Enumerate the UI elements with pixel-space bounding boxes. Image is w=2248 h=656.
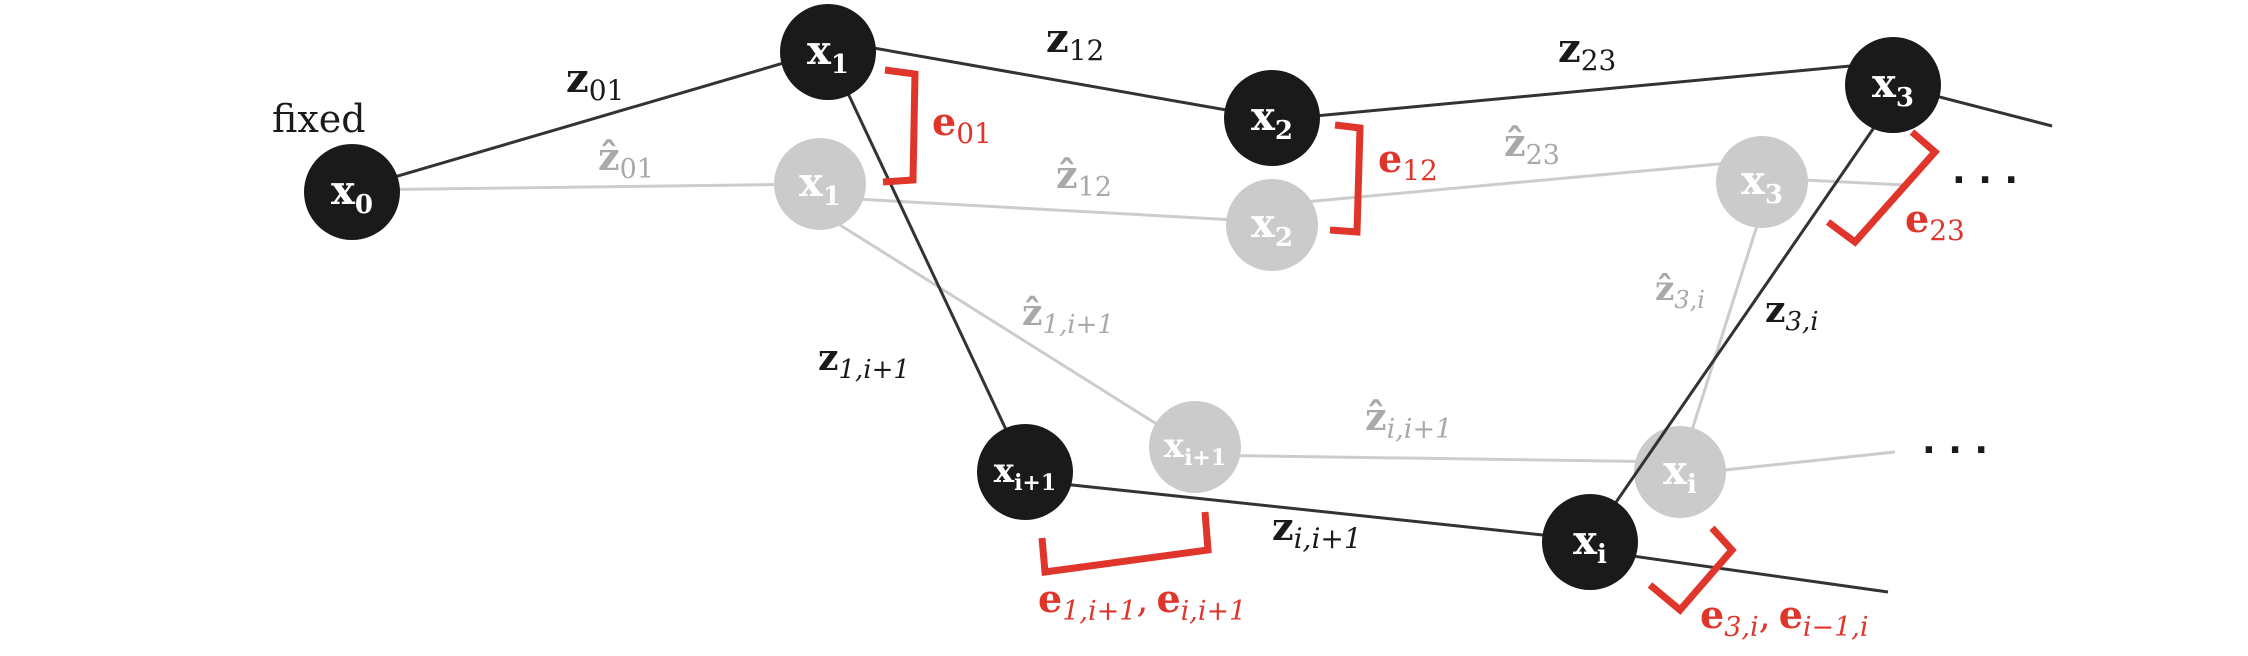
true-edge-labels: ẑ01 ẑ12 ẑ23 ẑ1,i+1 ẑ3,i ẑi,i+1 [598,120,1705,445]
estimated-edges [349,38,2053,594]
edge-i-right [1589,548,1889,594]
edge-i1-i [1024,478,1591,542]
label-e3i: e3,i,ei−1,i [1700,592,1869,643]
ellipsis-top: · · · [1952,160,2018,201]
label-zhat12: ẑ12 [1056,152,1112,203]
edge-hat-3-i [1690,209,1764,431]
label-e01: e01 [932,99,992,150]
svg-text:xi+1: xi+1 [1164,426,1226,471]
svg-text:xi: xi [1573,517,1607,570]
label-zhat01: ẑ01 [598,134,654,185]
node-xi: xi [1542,494,1638,590]
edge-hat-1-i1 [839,223,1191,447]
error-labels: e01 e12 e23 e1,i+1,ei,i+1 e3,i,ei−1,i [932,99,1965,643]
edge-01 [349,48,829,192]
svg-text:xi+1: xi+1 [994,451,1056,496]
edge-3-i [1588,99,1895,541]
svg-text:x2: x2 [1251,93,1293,146]
label-e1i1: e1,i+1,ei,i+1 [1038,576,1246,627]
edge-12 [827,38,1273,120]
label-z12: z12 [1046,15,1104,67]
bracket-e1i1 [1038,511,1212,576]
edge-hat-23 [1271,158,1763,207]
label-zhat1i1: ẑ1,i+1 [1022,292,1114,340]
error-brackets [882,66,1940,615]
label-e23: e23 [1905,196,1965,247]
node-xi-true: xi [1634,426,1726,518]
svg-text:x0: x0 [331,167,373,220]
bracket-e23 [1825,129,1940,247]
bracket-e01 [882,66,919,186]
true-nodes: x1 x2 x3 xi+1 xi [774,136,1808,518]
node-x2-true: x2 [1226,179,1318,271]
node-xi1: xi+1 [977,424,1073,520]
bracket-e3i [1647,525,1737,615]
estimated-edge-labels: z01 z12 z23 z1,i+1 z3,i zi,i+1 [566,15,1819,555]
node-x3-true: x3 [1716,136,1808,228]
label-z1i1: z1,i+1 [818,337,910,385]
label-z3i: z3,i [1765,289,1819,337]
label-e12: e12 [1378,136,1438,187]
svg-text:x3: x3 [1872,60,1914,113]
edge-hat-01 [349,182,821,192]
label-zhatii1: ẑi,i+1 [1365,394,1452,445]
label-zii1: zi,i+1 [1272,504,1362,555]
ellipsis-bottom: · · · [1922,430,1988,471]
node-x0: x0 [304,144,400,240]
fixed-label: fixed [272,97,366,141]
label-zhat23: ẑ23 [1504,120,1560,171]
svg-text:x1: x1 [799,159,841,212]
edge-1-i1 [828,54,1027,471]
edge-23 [1271,60,1894,122]
svg-text:x1: x1 [807,27,849,80]
label-z01: z01 [566,55,624,107]
bracket-e12 [1329,121,1364,236]
label-zhat3i: ẑ3,i [1655,269,1705,314]
label-z23: z23 [1558,25,1616,77]
edge-hat-i1-i [1194,453,1679,464]
svg-text:x2: x2 [1251,200,1293,253]
estimated-nodes: x0 x1 x2 x3 xi+1 xi [304,4,1941,590]
svg-text:x3: x3 [1741,157,1783,210]
node-x3: x3 [1845,37,1941,133]
node-x1-true: x1 [774,138,866,230]
edge-hat-12 [819,195,1273,224]
svg-text:xi: xi [1663,447,1697,500]
node-x1: x1 [780,4,876,100]
node-xi1-true: xi+1 [1149,401,1241,493]
node-x2: x2 [1224,70,1320,166]
